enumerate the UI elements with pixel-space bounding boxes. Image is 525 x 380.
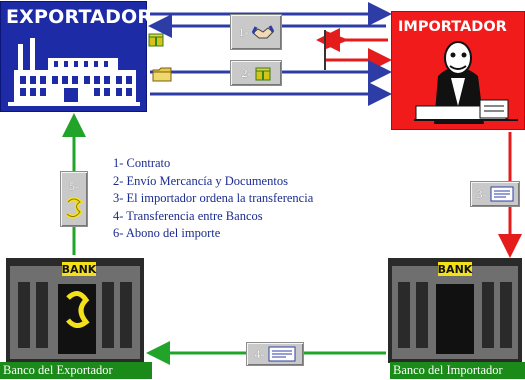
legend-item-2: 2- Envío Mercancía y Documentos (113, 173, 288, 188)
handshake-icon (251, 25, 274, 39)
step-5-box: 5- (60, 171, 88, 227)
legend-item-1: 1- Contrato (113, 156, 171, 170)
factory-icon (8, 30, 140, 106)
legend-item-3: 3- El importador ordena la transferencia (113, 191, 314, 206)
document-icon (490, 186, 513, 202)
bank-sign: BANK (438, 263, 473, 276)
businessman-icon (414, 41, 518, 124)
importer-bank-label: Banco del Importador (390, 362, 525, 379)
importer-title: IMPORTADOR (398, 19, 507, 35)
legend-item-4: 4- Transferencia entre Bancos (113, 208, 263, 223)
legend-list: 1- Contrato 2- Envío Mercancía y Documen… (113, 155, 363, 243)
importer-bank-building: BANK (388, 258, 522, 363)
step-3-box: 3- (470, 181, 520, 207)
exporter-title: EXPORTADOR (6, 6, 153, 28)
package-icon (255, 67, 270, 81)
money-bag-icon (65, 196, 84, 219)
legend-item-5: 6- Abono del importe (113, 226, 221, 241)
step-5-label: 5- (69, 178, 79, 193)
step-1-label: 1- (238, 24, 249, 39)
step-1-box: 1- (230, 14, 282, 50)
step-4-box: 4- (246, 342, 304, 366)
bank-sign: BANK (62, 263, 97, 276)
step-2-box: 2- (230, 60, 282, 86)
folder-icon (152, 67, 172, 82)
step-2-label: 2- (241, 65, 252, 80)
flag-icon (324, 30, 349, 70)
step-3-label: 3- (476, 186, 487, 201)
document-icon (268, 346, 295, 362)
exporter-bank-label: Banco del Exportador (0, 362, 152, 379)
exporter-bank-building: BANK (6, 258, 144, 363)
step-4-label: 4- (254, 346, 265, 361)
package-icon (148, 33, 164, 47)
